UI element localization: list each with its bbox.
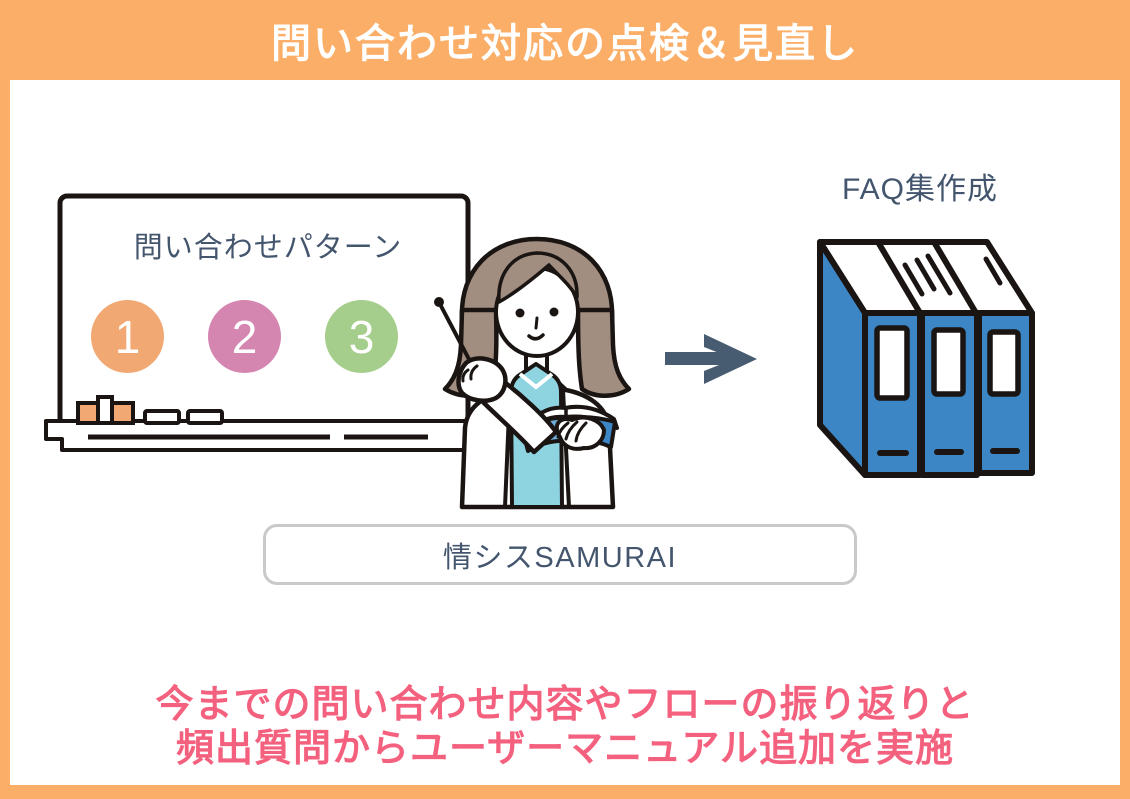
whiteboard-title: 問い合わせパターン [133,232,403,264]
chalk-icon [143,409,181,425]
step-circle-1: 1 [91,300,164,373]
page-title: 問い合わせ対応の点検＆見直し [271,22,859,66]
header: 問い合わせ対応の点検＆見直し [0,0,1130,80]
step-number-3: 3 [348,310,375,363]
brand-box: 情シスSAMURAI [263,524,857,585]
step-circle-3: 3 [325,300,398,373]
step-number-1: 1 [114,310,141,363]
right-arrow-icon [665,334,757,384]
step-circle-2: 2 [208,300,281,373]
teacher-illustration [434,236,632,510]
faq-binders-illustration [817,239,1035,478]
eye-icon [515,308,525,318]
faq-label: FAQ集作成 [841,173,998,206]
caption-line-1: 今までの問い合わせ内容やフローの振り返りと [155,684,975,726]
brand-label: 情シスSAMURAI [442,541,678,574]
caption-line-2: 頻出質問からユーザーマニュアル追加を実施 [175,728,955,770]
caption: 今までの問い合わせ内容やフローの振り返りと 頻出質問からユーザーマニュアル追加を… [0,683,1130,771]
step-number-2: 2 [231,310,258,363]
eye-icon [549,307,559,317]
chalk-icon [186,409,224,425]
